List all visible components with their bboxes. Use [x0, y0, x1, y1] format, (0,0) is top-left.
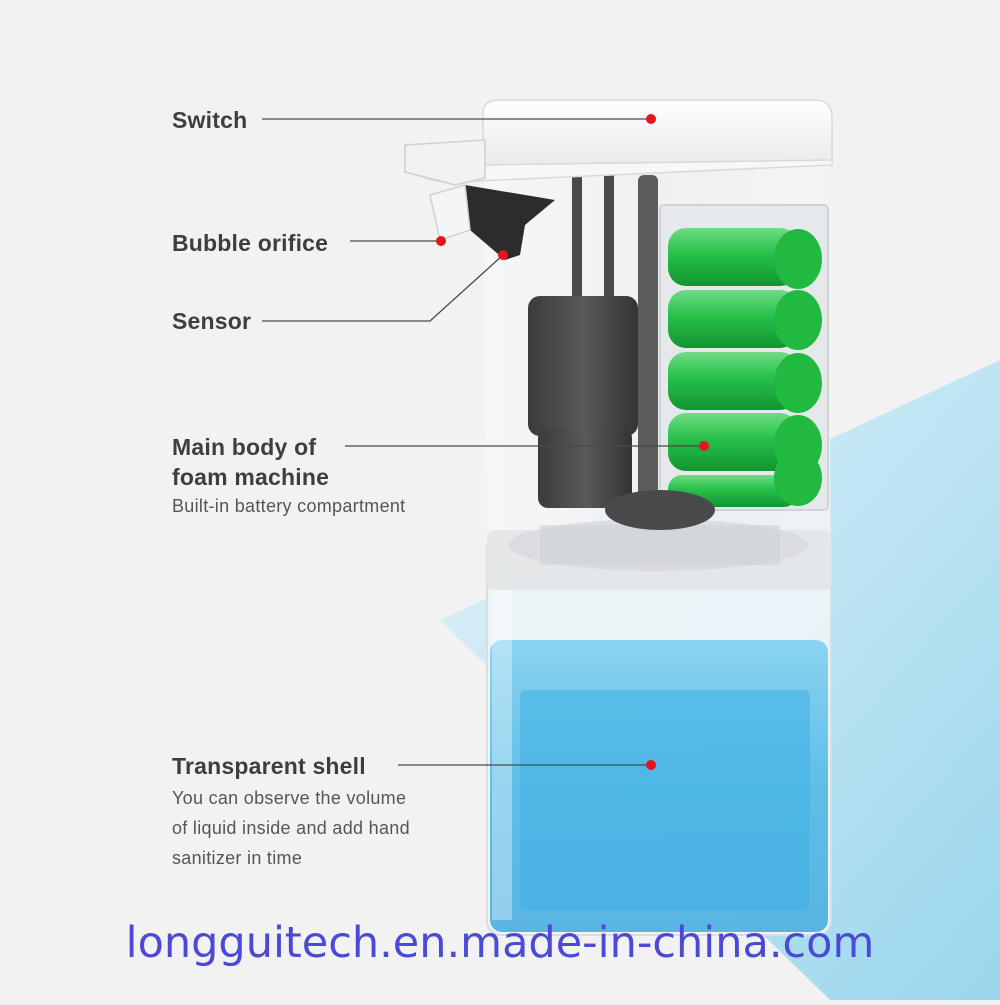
battery: [668, 352, 822, 413]
transparent-shell-marker: [646, 760, 656, 770]
main-body-label-line2: foam machine: [172, 464, 330, 490]
sensor-marker: [498, 250, 508, 260]
leader-lines: [262, 118, 702, 766]
switch-label: Switch: [172, 107, 248, 133]
watermark-text: longguitech.en.made-in-china.com: [125, 918, 875, 968]
main-body-marker: [699, 441, 709, 451]
transparent-shell-description-line3: sanitizer in time: [172, 848, 303, 868]
batteries: [668, 228, 822, 507]
battery: [668, 290, 822, 350]
transparent-shell-description-line1: You can observe the volume: [172, 788, 407, 808]
liquid-chamber: [486, 534, 832, 936]
nozzle-sensor-block: [429, 184, 555, 260]
transparent-shell-description-line2: of liquid inside and add hand: [172, 818, 410, 838]
sensor-label: Sensor: [172, 308, 252, 334]
main-body-description: Built-in battery compartment: [172, 496, 406, 516]
main-body-label-line1: Main body of: [172, 434, 317, 460]
pump-assembly: [528, 175, 715, 530]
callout-markers: [436, 114, 709, 770]
battery: [668, 228, 822, 289]
switch-marker: [646, 114, 656, 124]
transparent-shell-label: Transparent shell: [172, 753, 366, 779]
bubble-orifice-label: Bubble orifice: [172, 230, 329, 256]
bubble-orifice-marker: [436, 236, 446, 246]
top-cap: [404, 99, 833, 186]
